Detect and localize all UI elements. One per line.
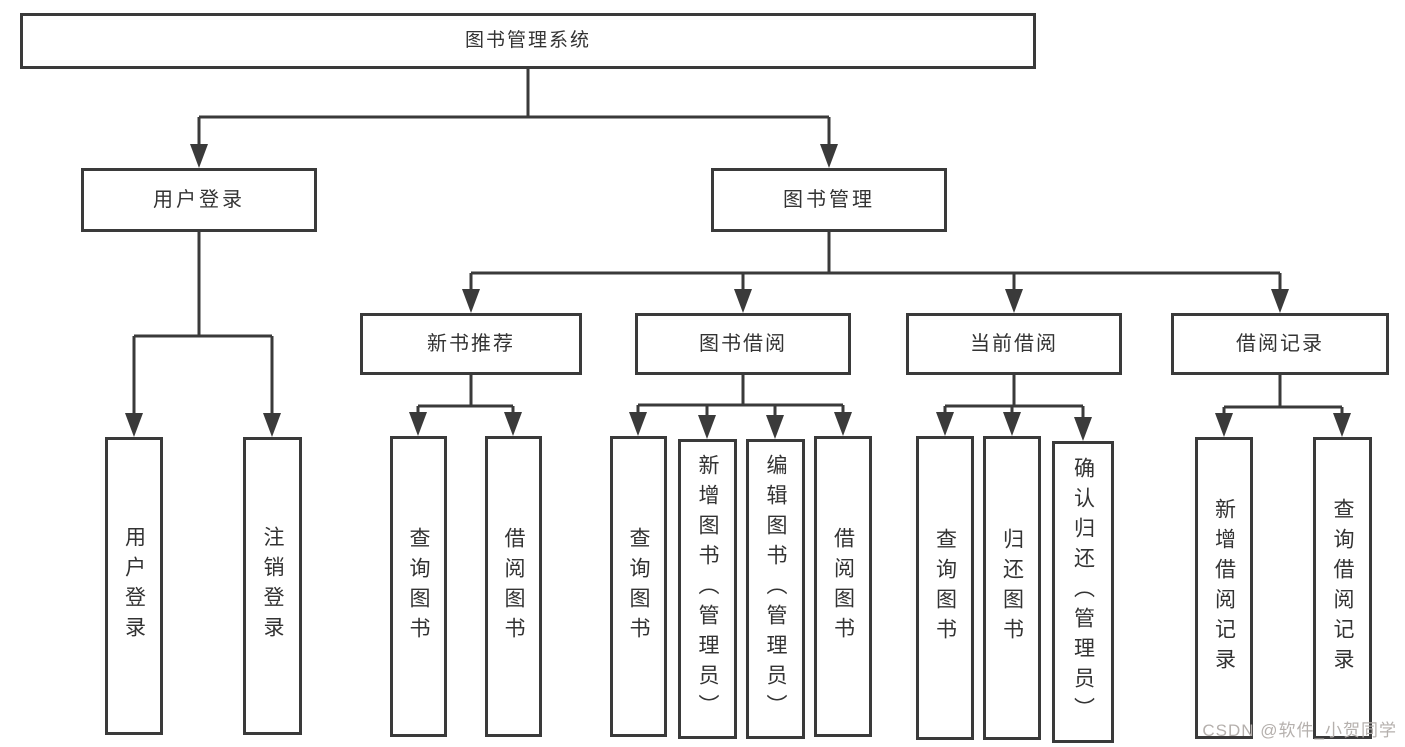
node-bb-query-books: 查询图书	[610, 436, 667, 737]
node-bb-edit-books-admin: 编辑图书（管理员）	[746, 439, 805, 739]
node-nb-borrow-books: 借阅图书	[485, 436, 542, 737]
node-new-book-recommendation: 新书推荐	[360, 313, 582, 375]
node-br-query-borrow-record: 查询借阅记录	[1313, 437, 1372, 739]
node-cb-return-books: 归还图书	[983, 436, 1041, 740]
node-logout: 注销登录	[243, 437, 302, 735]
node-bb-add-books-admin: 新增图书（管理员）	[678, 439, 737, 739]
node-bb-borrow-books: 借阅图书	[814, 436, 872, 737]
node-user-login: 用户登录	[81, 168, 317, 232]
node-book-management: 图书管理	[711, 168, 947, 232]
node-cb-query-books: 查询图书	[916, 436, 974, 740]
arrowheads	[125, 144, 1351, 441]
node-current-borrowing: 当前借阅	[906, 313, 1122, 375]
node-library-management-system: 图书管理系统	[20, 13, 1036, 69]
node-login: 用户登录	[105, 437, 163, 735]
node-nb-query-books: 查询图书	[390, 436, 447, 737]
node-cb-confirm-return-admin: 确认归还（管理员）	[1052, 441, 1114, 743]
node-book-borrowing: 图书借阅	[635, 313, 851, 375]
node-borrowing-records: 借阅记录	[1171, 313, 1389, 375]
csdn-watermark: CSDN @软件_小贺同学	[1202, 721, 1397, 740]
tree-branch-lines	[132, 69, 1344, 421]
node-br-add-borrow-record: 新增借阅记录	[1195, 437, 1253, 739]
